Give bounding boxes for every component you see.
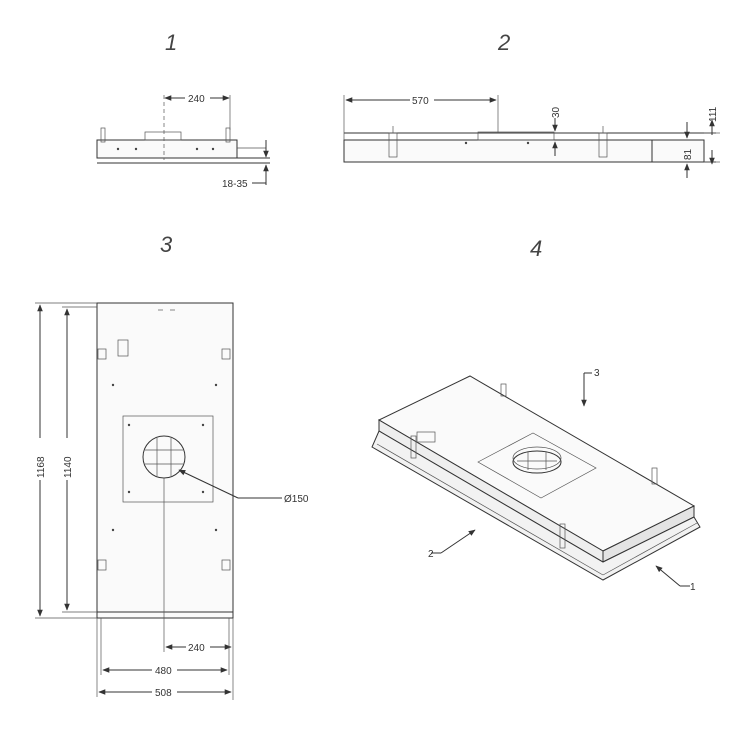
view-4-number: 4 [530, 236, 542, 261]
hood-top-body [96, 302, 234, 619]
dim-30: 30 [551, 106, 562, 118]
dim-508: 508 [155, 688, 172, 699]
iso-duct-outlet [512, 450, 562, 474]
bracket-right [225, 127, 231, 143]
duct-collar [144, 131, 182, 141]
arrow-2-label: 2 [428, 549, 434, 560]
dim-1168: 1168 [36, 456, 47, 478]
dim-81: 81 [683, 148, 694, 160]
dim-240-view3: 240 [188, 643, 205, 654]
bracket-top-left [97, 348, 107, 360]
iso-bracket-2 [559, 523, 566, 549]
bracket-left [100, 127, 106, 143]
arrow-3-label: 3 [594, 368, 600, 379]
iso-bracket-1 [410, 435, 417, 459]
hood-iso-frame [371, 430, 701, 581]
bracket-bottom-right [221, 559, 231, 571]
dim-570: 570 [412, 96, 429, 107]
bracket-bottom-left [97, 559, 107, 571]
view-2: 2 570 30 81 111 [343, 30, 720, 178]
view-4: 4 1 2 3 [371, 236, 701, 593]
dim-111: 111 [708, 106, 719, 122]
iso-bracket-3 [651, 467, 658, 485]
view-1: 1 240 18-35 [96, 30, 270, 190]
dim-1140: 1140 [63, 456, 74, 478]
iso-bracket-4 [500, 383, 507, 397]
switch-box [117, 339, 129, 357]
view-3-number: 3 [160, 232, 173, 257]
duct-plate [122, 415, 214, 503]
bracket-top-right [221, 348, 231, 360]
view-3: 3 1168 1140 [35, 232, 309, 700]
iso-duct-plate [477, 432, 597, 499]
arrow-1-label: 1 [690, 582, 696, 593]
hood-front-body [343, 139, 705, 163]
dim-240-view1: 240 [188, 94, 205, 105]
view-2-number: 2 [497, 30, 510, 55]
dim-diameter-150: Ø150 [284, 494, 309, 505]
view-1-number: 1 [165, 30, 177, 55]
dim-18-35: 18-35 [222, 179, 248, 190]
duct-collar-front [477, 131, 555, 141]
iso-switch-box [416, 431, 436, 443]
dim-480: 480 [155, 666, 172, 677]
